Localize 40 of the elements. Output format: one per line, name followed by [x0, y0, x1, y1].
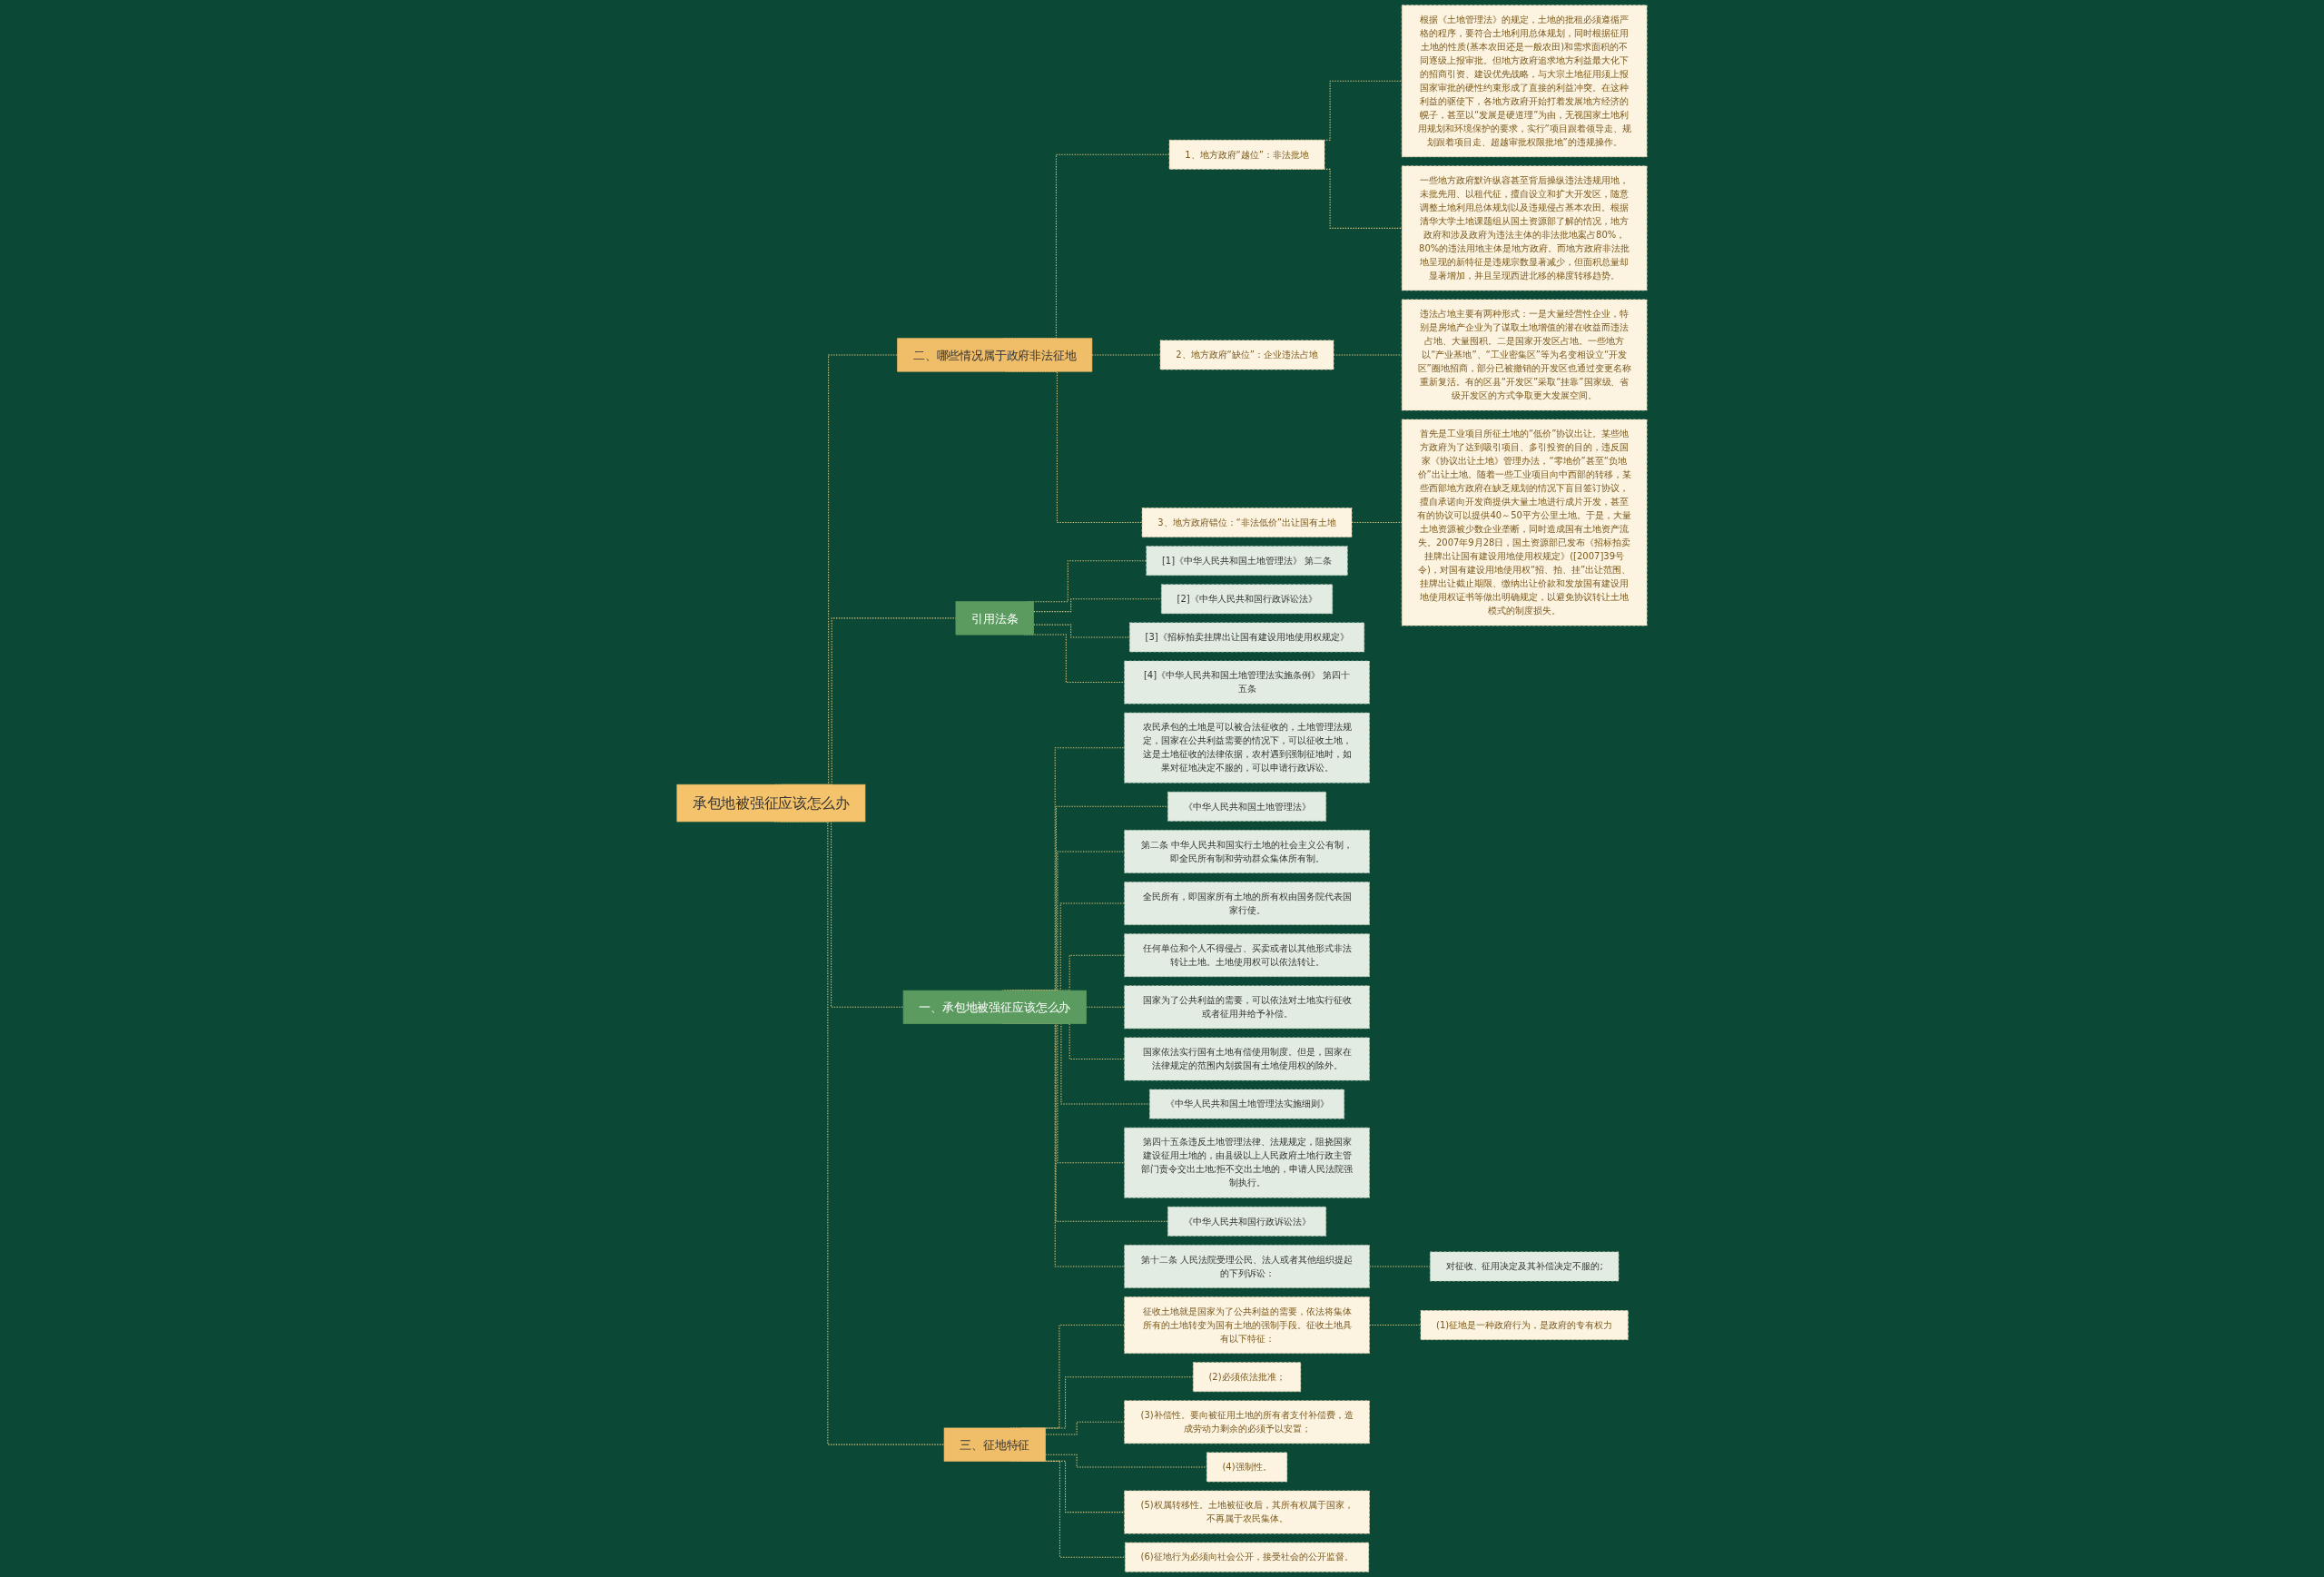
- node-box: 《中华人民共和国土地管理法实施细则》: [1149, 1089, 1344, 1119]
- node-box: 全民所有，即国家所有土地的所有权由国务院代表国家行使。: [1124, 882, 1370, 925]
- node-box: 对征收、征用决定及其补偿决定不服的;: [1430, 1251, 1620, 1282]
- connector: [1333, 354, 1403, 356]
- node-box: 三、征地特征: [943, 1427, 1046, 1462]
- node-box: 任何单位和个人不得侵占、买卖或者以其他形式非法转让土地。土地使用权可以依法转让。: [1124, 933, 1370, 978]
- node-box: (4)强制性。: [1206, 1452, 1288, 1483]
- node-box: 3、地方政府错位：“非法低价”出让国有土地: [1141, 508, 1353, 537]
- connector: [1033, 598, 1162, 613]
- node-box: 征收土地就是国家为了公共利益的需要，依法将集体所有的土地转变为国有土地的强制手段。征收土地具有以下特征：: [1124, 1296, 1370, 1354]
- node-box: (2)必须依法批准；: [1192, 1362, 1302, 1393]
- node-box: [3]《招标拍卖挂牌出让国有建设用地使用权规定》: [1129, 622, 1365, 653]
- node-box: 2、地方政府“缺位”：企业违法占地: [1159, 340, 1334, 370]
- node-box: 根据《土地管理法》的规定，土地的批租必须遵循严格的程序，要符合土地利用总体规划，同时根据征用土地的性质(基本农田还是一般农田)和需求面积的不同逐级上报审批。但地方政府追求地方利益最大化下的招商引资、建设优先战略，与大宗土地征用须上报国家审批的硬性约束形成了直接的利益冲突。在这种利益的驱使下，各地方政府开始打着发展地方经济的幌子，甚至以“发展是硬道理”为由，无视国家土地利用规划和环境保护的要求，实行“项目跟着领导走、规划跟着项目走、超越审批权限批地”的违规操作。: [1401, 5, 1648, 158]
- connector: [1033, 624, 1130, 638]
- node-box: (5)权属转移性。土地被征收后，其所有权属于国家，不再属于农民集体。: [1124, 1490, 1370, 1534]
- node-box: 国家为了公共利益的需要，可以依法对土地实行征收或者征用并给予补偿。: [1124, 985, 1370, 1030]
- node-box: [2]《中华人民共和国行政诉讼法》: [1161, 584, 1334, 615]
- node-box: 农民承包的土地是可以被合法征收的，土地管理法规定，国家在公共利益需要的情况下，可以征收土地，这是土地征收的法律依据，农村遇到强制征地时，如果对征地决定不服的，可以申请行政诉讼。: [1124, 712, 1370, 784]
- node-box: [1]《中华人民共和国土地管理法》 第二条: [1146, 546, 1348, 577]
- node-box: 一、承包地被强征应该怎么办: [902, 990, 1087, 1024]
- node-box: 1、地方政府“越位”：非法批地: [1168, 139, 1325, 170]
- node-box: 国家依法实行国有土地有偿使用制度。但是，国家在法律规定的范围内划拨国有土地使用权的除外。: [1124, 1037, 1370, 1081]
- node-box: 引用法条: [955, 601, 1034, 636]
- node-box: 违法占地主要有两种形式：一是大量经营性企业，特别是房地产企业为了谋取土地增值的潜在收益而违法占地、大量囤积。二是国家开发区占地。一些地方以“产业基地”、“工业密集区”等为名变相设立“开发区”圈地招商，部分已被撤销的开发区也通过变更名称重新复活。有的区县“开发区”采取“挂靠”国家级、省级开发区的方式争取更大发展空间。: [1401, 299, 1648, 411]
- node-box: (1)征地是一种政府行为，是政府的专有权力: [1420, 1310, 1629, 1340]
- node-box: 二、哪些情况属于政府非法征地: [897, 338, 1093, 372]
- connector: [1351, 522, 1403, 524]
- node-box: (3)补偿性。要向被征用土地的所有者支付补偿费，造成劳动力剩余的必须予以安置；: [1124, 1400, 1370, 1444]
- node-box: 《中华人民共和国行政诉讼法》: [1167, 1206, 1326, 1237]
- connector: [1091, 354, 1161, 356]
- node-box: 《中华人民共和国土地管理法》: [1167, 791, 1326, 822]
- node-box: 第四十五条违反土地管理法律、法规规定，阻挠国家建设征用土地的，由县级以上人民政府土地行政主管部门责令交出土地;拒不交出土地的，申请人民法院强制执行。: [1124, 1127, 1370, 1198]
- node-box: 承包地被强征应该怎么办: [676, 784, 866, 823]
- node-box: (6)征地行为必须向社会公开，接受社会的公开监督。: [1125, 1542, 1370, 1572]
- node-box: 第十二条 人民法院受理公民、法人或者其他组织提起的下列诉讼：: [1124, 1245, 1370, 1288]
- node-box: 首先是工业项目所征土地的“低价”协议出让。某些地方政府为了达到吸引项目、多引投资的目的，违反国家《协议出让土地》管理办法，“零地价”甚至“负地价”出让土地。随着一些工业项目向中西部的转移，某些西部地方政府在缺乏规划的情况下盲目签订协议，擅自承诺向开发商提供大量土地进行成片开发，甚至有的协议可以提供40～50平方公里土地。于是，大量土地资源被少数企业垄断，同时造成国有土地资产流失。2007年9月28日，国土资源部已发布《招标拍卖挂牌出让国有建设用地使用权规定》([2007]39号令)，对国有建设用地使用权“招、拍、挂”出让范围、挂牌出让截止期限、缴纳出让价款和发放国有建设用地使用权证书等做出明确规定，以避免协议转让土地模式的制度损失。: [1401, 419, 1648, 626]
- node-box: 第二条 中华人民共和国实行土地的社会主义公有制，即全民所有制和劳动群众集体所有制。: [1124, 830, 1370, 873]
- node-box: [4]《中华人民共和国土地管理法实施条例》 第四十五条: [1124, 660, 1370, 705]
- node-box: 一些地方政府默许纵容甚至背后操纵违法违规用地，未批先用、以租代征，擅自设立和扩大开发区，随意调整土地利用总体规划以及违规侵占基本农田。根据清华大学土地课题组从国土资源部了解的情况，地方政府和涉及政府为违法主体的非法批地案占80%，80%的违法用地主体是地方政府。而地方政府非法批地呈现的新特征是违规宗数显著减少，但面积总量却显著增加，并且呈现西进北移的梯度转移趋势。: [1401, 165, 1648, 291]
